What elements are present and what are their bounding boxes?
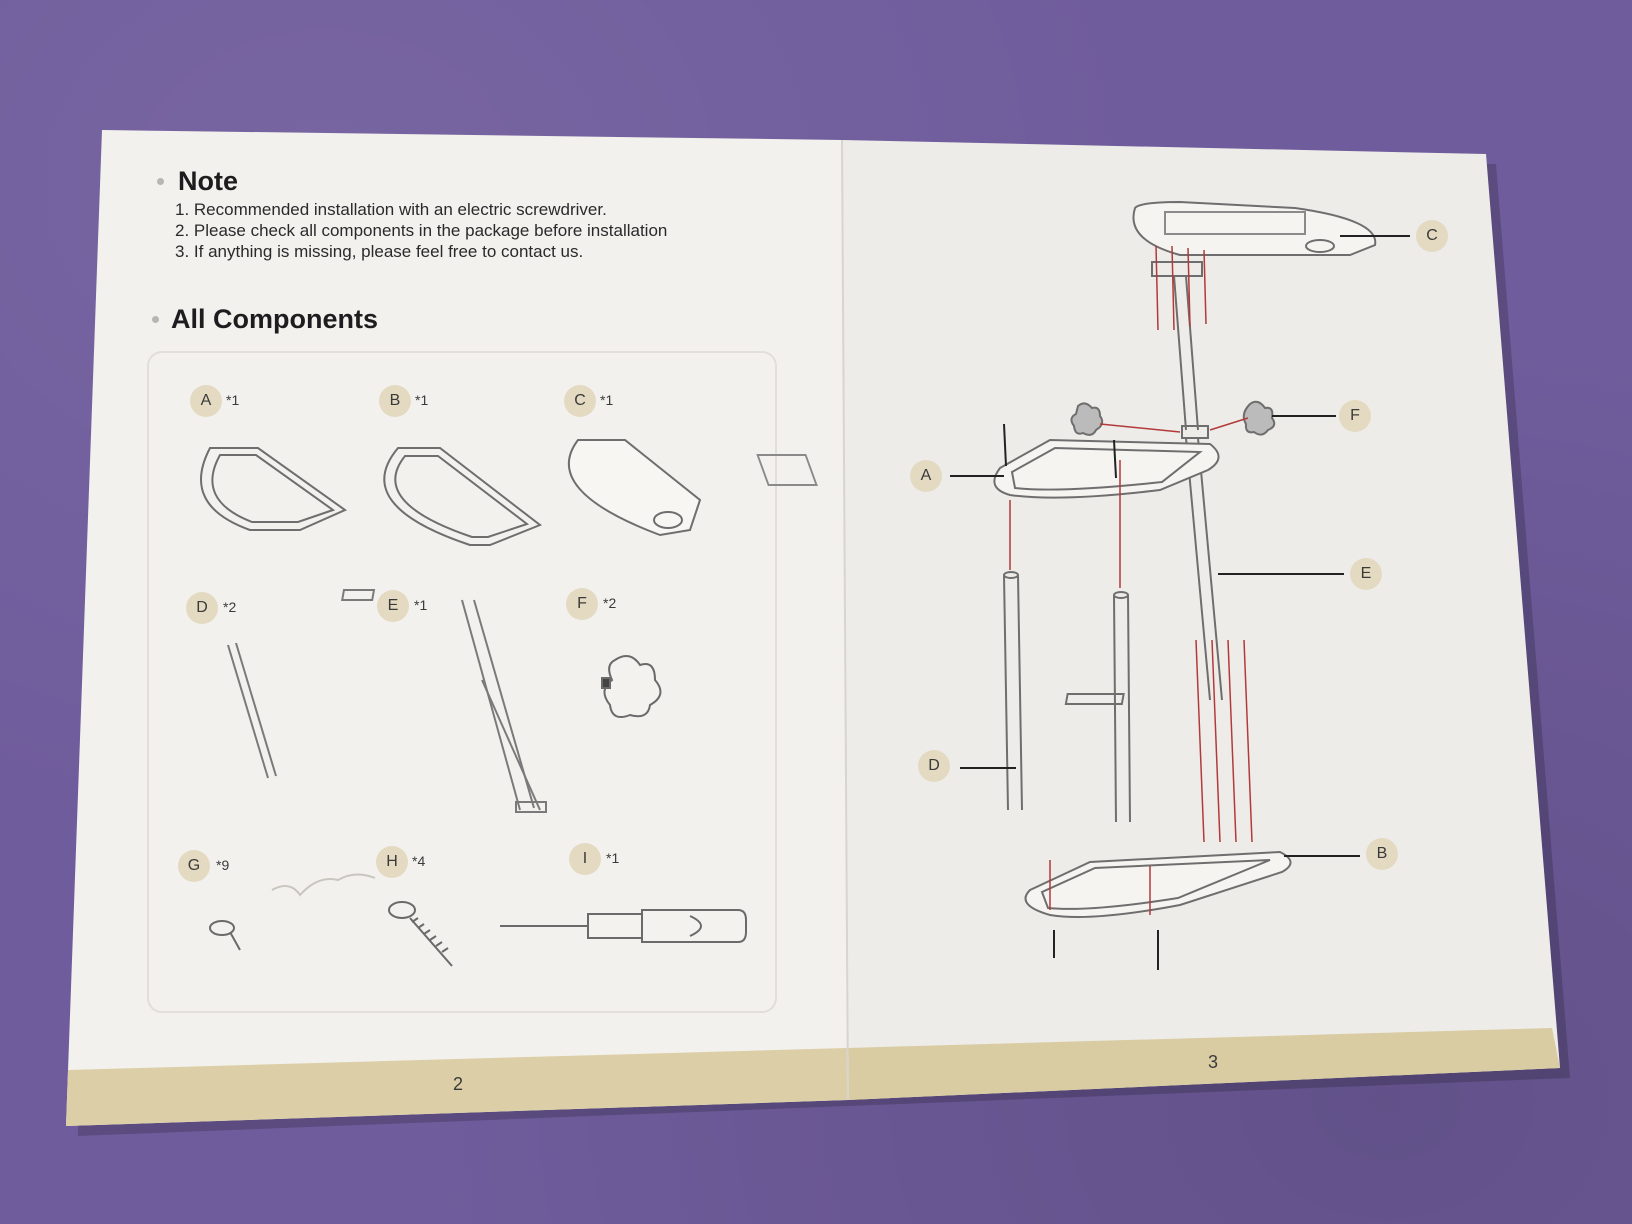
component-qty-a: *1 [226,392,240,408]
component-badge-b: B [379,385,411,417]
components-panel [147,351,777,1013]
assembly-label-f: F [1339,400,1371,432]
component-badge-e: E [377,590,409,622]
assembly-label-a: A [910,460,942,492]
assembly-diagram [950,200,1410,970]
component-badge-d: D [186,592,218,624]
part-d-drawing [227,642,277,779]
page-number-right: 3 [1208,1052,1219,1072]
right-page [842,140,1560,1100]
footer-band-left [66,1048,848,1126]
component-qty-c: *1 [600,392,614,408]
assembly-label-d: D [918,750,950,782]
part-a-drawing [200,447,348,531]
part-g-drawing [209,920,241,951]
component-badge-g: G [178,850,210,882]
component-qty-b: *1 [415,392,429,408]
part-i-drawing [500,909,747,943]
assembly-label-c: C [1416,220,1448,252]
component-badge-f: F [566,588,598,620]
part-h-drawing [388,901,453,967]
part-b-drawing [383,447,542,546]
component-qty-h: *4 [412,853,426,869]
component-badge-i: I [569,843,601,875]
footer-band-right [846,1028,1560,1100]
component-badge-h: H [376,846,408,878]
component-qty-g: *9 [216,857,230,873]
note-title: Note [178,166,238,196]
assembly-arrows [1009,245,1253,915]
part-c-drawing [567,439,818,537]
component-badge-c: C [564,385,596,417]
component-badge-a: A [190,385,222,417]
note-item-2: 2. Please check all components in the pa… [175,221,668,240]
components-bullet [152,316,159,323]
components-title: All Components [171,304,378,334]
note-item-3: 3. If anything is missing, please feel f… [175,242,584,261]
note-bullet [157,178,164,185]
assembly-label-b: B [1366,838,1398,870]
component-qty-f: *2 [603,595,617,611]
page-number-left: 2 [453,1074,464,1094]
part-e-drawing [341,589,547,813]
part-f-drawing [601,655,662,718]
note-item-1: 1. Recommended installation with an elec… [175,200,607,219]
left-page [66,130,848,1126]
component-qty-e: *1 [414,597,428,613]
component-qty-i: *1 [606,850,620,866]
assembly-label-e: E [1350,558,1382,590]
component-qty-d: *2 [223,599,237,615]
